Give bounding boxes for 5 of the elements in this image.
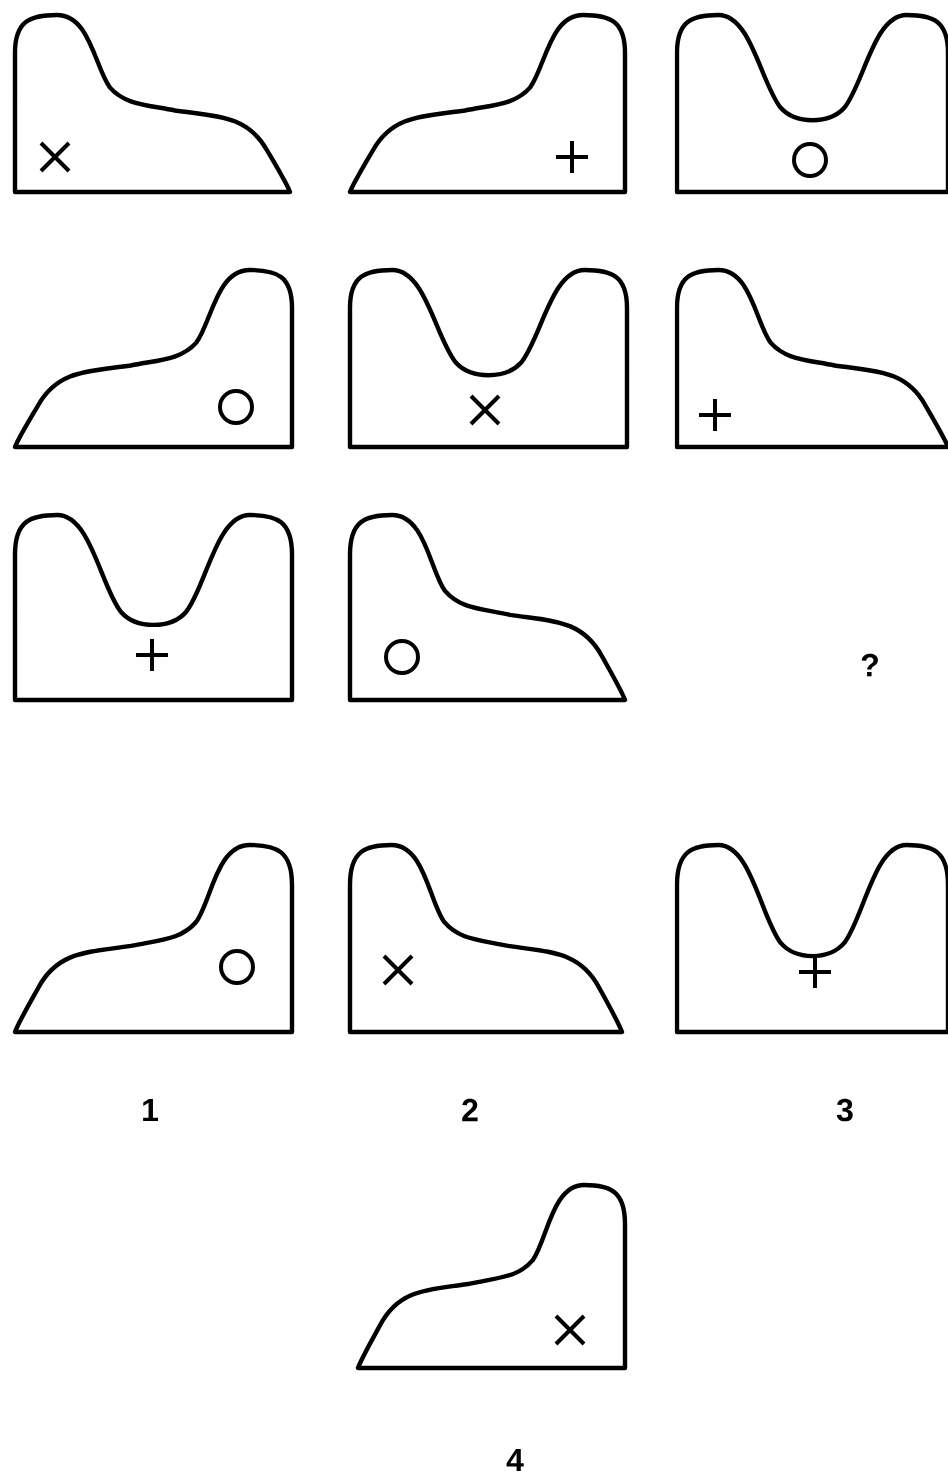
- question-mark: ?: [861, 653, 878, 677]
- option-number: 3: [836, 1098, 853, 1122]
- option-number: 2: [462, 1098, 478, 1122]
- option-number: 4: [506, 1449, 524, 1471]
- option-number: 1: [143, 1099, 158, 1121]
